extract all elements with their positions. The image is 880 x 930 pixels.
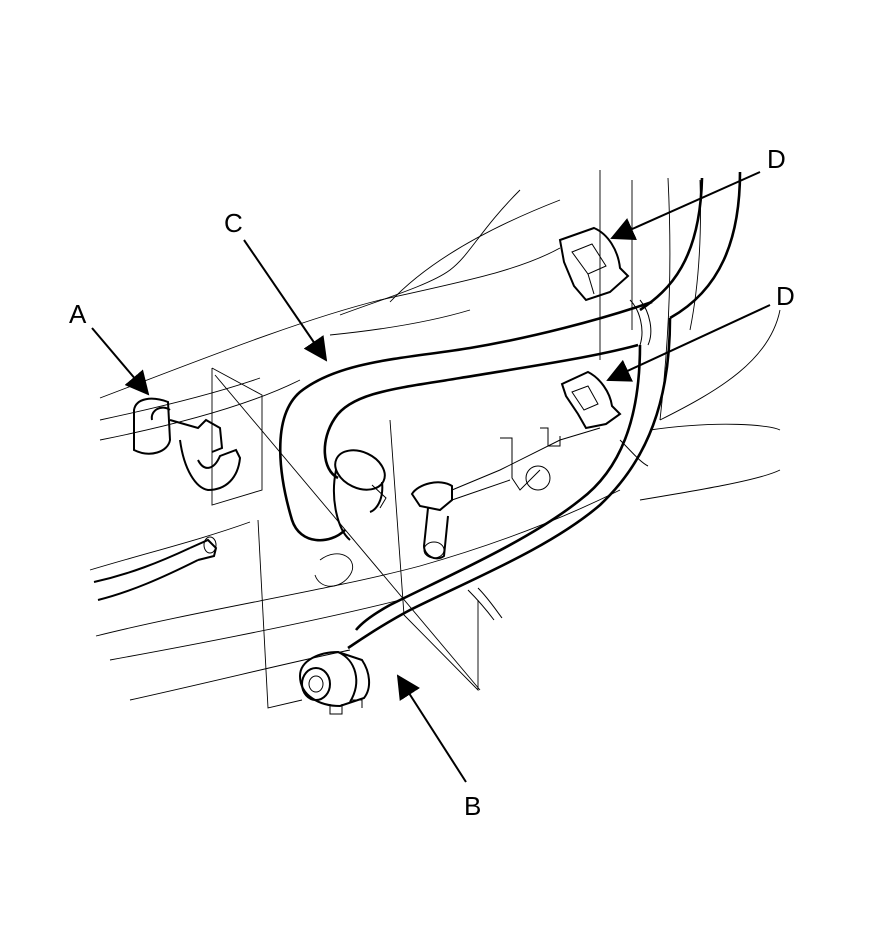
label-a: A: [69, 299, 87, 329]
hose-b-fitting: [298, 650, 370, 715]
label-d-upper: D: [767, 144, 786, 174]
leader-a: [91, 327, 150, 396]
hose-b: [347, 171, 742, 650]
leader-lines: [91, 171, 771, 783]
label-d-lower: D: [776, 281, 795, 311]
clip-a: [133, 397, 242, 492]
callout-labels: A C D D B: [69, 144, 795, 821]
leader-b: [396, 674, 467, 783]
body-panel-outline: [89, 170, 781, 701]
cutaway-frame: [211, 367, 481, 709]
label-c: C: [224, 208, 243, 238]
clip-d-upper: [558, 226, 630, 302]
leader-d-lower: [606, 304, 771, 382]
leader-c: [243, 239, 328, 362]
clip-d-lower: [560, 370, 622, 430]
port-fitting: [410, 427, 601, 560]
label-b: B: [464, 791, 481, 821]
leader-d-upper: [610, 171, 761, 240]
small-hose: [93, 536, 218, 601]
hose-c-clamp: [332, 449, 387, 541]
hose-c: [278, 299, 653, 542]
